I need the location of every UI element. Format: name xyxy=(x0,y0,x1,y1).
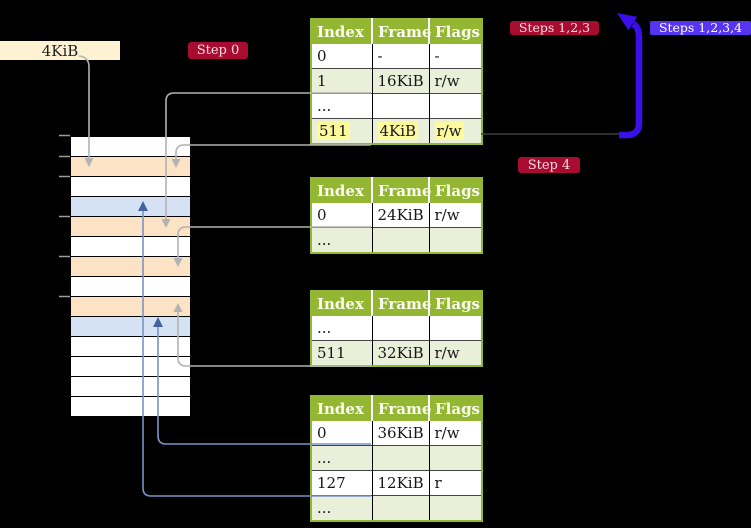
index-header: Index xyxy=(311,19,373,44)
steps1234-badge: Steps 1,2,3,4 xyxy=(650,21,751,35)
frame-header: Frame xyxy=(372,291,431,316)
memory-frame-row-orange xyxy=(71,257,190,277)
memory-frame-row-white xyxy=(71,337,190,357)
index-cell: 511 xyxy=(311,118,373,144)
index-cell: 0 xyxy=(311,421,373,446)
frame-cell xyxy=(372,495,430,521)
flags-header: Flags xyxy=(429,178,482,203)
table-row: 1 16KiB r/w xyxy=(311,68,482,94)
index-header: Index xyxy=(311,396,373,421)
memory-frame-row-orange xyxy=(71,217,190,237)
table-row: 0 24KiB r/w xyxy=(311,203,482,228)
memory-column xyxy=(70,136,191,417)
flags-cell xyxy=(429,445,482,471)
steps123-badge: Steps 1,2,3 xyxy=(510,21,599,35)
highlight: 511 xyxy=(317,122,350,140)
index-cell: 0 xyxy=(311,44,373,69)
frame-cell xyxy=(372,93,430,119)
table-row: ... xyxy=(311,227,482,253)
memory-frame-row-white xyxy=(71,277,190,297)
table-row: ... xyxy=(311,316,482,341)
memory-tick-marks xyxy=(59,134,70,298)
index-cell: ... xyxy=(311,495,373,521)
table-header-row: Index Frame Flags xyxy=(311,19,482,44)
flags-cell: r/w xyxy=(429,68,482,94)
index-cell: 511 xyxy=(311,340,373,366)
memory-frame-row-white xyxy=(71,137,190,157)
frame-cell: 12KiB xyxy=(372,470,430,496)
step0-badge: Step 0 xyxy=(188,42,248,59)
index-header: Index xyxy=(311,178,373,203)
index-cell: ... xyxy=(311,316,373,341)
flags-cell: r/w xyxy=(429,203,482,228)
memory-frame-row-white xyxy=(71,397,190,416)
highlight: r/w xyxy=(434,122,464,140)
memory-frame-row-white xyxy=(71,177,190,197)
frame-cell: 4KiB xyxy=(372,118,430,144)
flags-cell xyxy=(429,93,482,119)
frame-cell xyxy=(372,227,430,253)
index-cell: 127 xyxy=(311,470,373,496)
frame-cell xyxy=(372,445,430,471)
flags-cell: r/w xyxy=(429,340,482,366)
table-header-row: Index Frame Flags xyxy=(311,396,482,421)
memory-frame-row-orange xyxy=(71,157,190,177)
table-row: 0 - - xyxy=(311,44,482,69)
index-header: Index xyxy=(311,291,373,316)
table-row-highlighted: 511 4KiB r/w xyxy=(311,118,482,144)
frame-cell: 24KiB xyxy=(372,203,430,228)
frame-cell: - xyxy=(372,44,430,69)
frame-cell: 16KiB xyxy=(372,68,430,94)
table-row: ... xyxy=(311,93,482,119)
flags-header: Flags xyxy=(429,19,482,44)
table-header-row: Index Frame Flags xyxy=(311,291,482,316)
index-cell: ... xyxy=(311,445,373,471)
index-cell: ... xyxy=(311,227,373,253)
memory-frame-row-blue xyxy=(71,197,190,217)
highlight: 4KiB xyxy=(377,122,419,140)
table-row: 0 36KiB r/w xyxy=(311,421,482,446)
big-recursion-arrow xyxy=(617,13,643,139)
frame-cell: 36KiB xyxy=(372,421,430,446)
memory-frame-row-orange xyxy=(71,297,190,317)
memory-frame-row-blue xyxy=(71,317,190,337)
frame-header: Frame xyxy=(372,178,431,203)
index-cell: 0 xyxy=(311,203,373,228)
index-cell: ... xyxy=(311,93,373,119)
table-header-row: Index Frame Flags xyxy=(311,178,482,203)
table-row: ... xyxy=(311,445,482,471)
flags-cell xyxy=(429,316,482,341)
page-table-level1: Index Frame Flags 0 36KiB r/w ... 127 12… xyxy=(310,395,483,522)
flags-cell: r/w xyxy=(429,421,482,446)
flags-header: Flags xyxy=(429,396,482,421)
flags-cell: r/w xyxy=(429,118,482,144)
frame-cell xyxy=(372,316,430,341)
table-row: 511 32KiB r/w xyxy=(311,340,482,366)
memory-frame-row-white xyxy=(71,237,190,257)
flags-cell xyxy=(429,495,482,521)
memory-frame-row-white xyxy=(71,357,190,377)
memory-frame-row-white xyxy=(71,377,190,397)
frame-cell: 32KiB xyxy=(372,340,430,366)
frame-header: Frame xyxy=(372,396,431,421)
flags-cell xyxy=(429,227,482,253)
flags-header: Flags xyxy=(429,291,482,316)
frame-size-label: 4KiB xyxy=(0,41,120,60)
table-row: ... xyxy=(311,495,482,521)
flags-cell: r xyxy=(429,470,482,496)
step4-badge: Step 4 xyxy=(518,157,580,173)
page-table-level3: Index Frame Flags 0 24KiB r/w ... xyxy=(310,177,483,254)
table-row: 127 12KiB r xyxy=(311,470,482,496)
page-table-level4: Index Frame Flags 0 - - 1 16KiB r/w ... … xyxy=(310,18,483,145)
flags-cell: - xyxy=(429,44,482,69)
frame-header: Frame xyxy=(372,19,431,44)
page-table-level2: Index Frame Flags ... 511 32KiB r/w xyxy=(310,290,483,367)
arrow-l4row511-to-frame4 xyxy=(175,144,371,159)
index-cell: 1 xyxy=(311,68,373,94)
